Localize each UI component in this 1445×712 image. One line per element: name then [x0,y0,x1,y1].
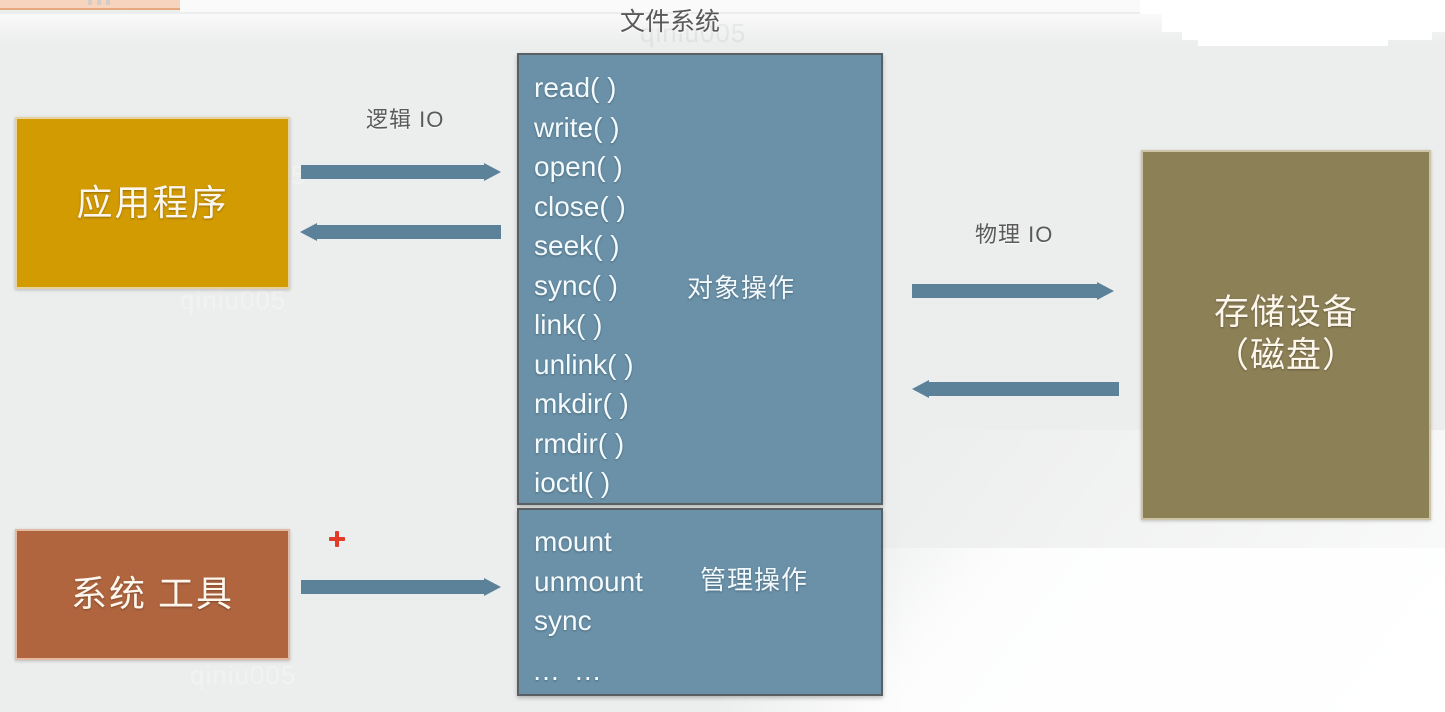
list-item: sync( ) [534,269,618,301]
logical-io-label: 逻辑 IO [366,107,445,132]
node-system-tools[interactable]: 系统 工具 [15,529,290,660]
progress-ticks-icon [88,0,110,5]
object-operations-group-label: 对象操作 [687,273,796,303]
node-application-label: 应用程序 [76,182,229,224]
admin-operations-ellipsis: … … [532,655,605,686]
arrow-filesystem-to-application [300,223,501,241]
arrow-storage-to-filesystem [912,380,1119,398]
list-item: write( ) [534,111,620,143]
plus-cursor-icon [329,531,345,547]
node-storage-device-label-line2: （磁盘） [1213,336,1358,375]
list-item: rmdir( ) [534,427,625,459]
arrow-system-tools-to-filesystem [301,578,501,596]
top-bar-track [180,0,1445,12]
page-title: 文件系统 [619,8,720,36]
list-item: close( ) [534,190,626,222]
node-storage-device[interactable]: 存储设备 （磁盘） [1141,150,1431,520]
object-operations-list: read( ) write( ) open( ) close( ) seek( … [534,68,881,503]
arrow-filesystem-to-storage [912,282,1114,300]
list-item: open( ) [534,151,623,182]
node-system-tools-label: 系统 工具 [70,573,234,614]
list-item: unmount [534,565,643,597]
list-item: unlink( ) [534,348,634,380]
node-storage-device-label-line1: 存储设备 [1213,293,1358,333]
top-progress-bar[interactable] [0,0,180,10]
list-item: mkdir( ) [534,388,629,419]
filesystem-admin-operations-box[interactable]: mount unmount sync [517,508,883,696]
admin-operations-list: mount unmount sync [534,522,881,641]
list-item: link( ) [534,309,603,340]
node-application[interactable]: 应用程序 [15,117,290,289]
list-item: mount [534,526,612,557]
watermark-text: qiniu005 [180,285,287,315]
admin-operations-group-label: 管理操作 [700,565,809,595]
list-item: read( ) [534,72,617,103]
physical-io-label: 物理 IO [975,222,1054,247]
watermark-text: qiniu005 [190,660,297,690]
list-item: seek( ) [534,230,620,261]
filesystem-object-operations-box[interactable]: read( ) write( ) open( ) close( ) seek( … [517,53,883,505]
arrow-application-to-filesystem [301,163,501,181]
list-item: ioctl( ) [534,467,611,498]
list-item: sync [534,605,592,636]
